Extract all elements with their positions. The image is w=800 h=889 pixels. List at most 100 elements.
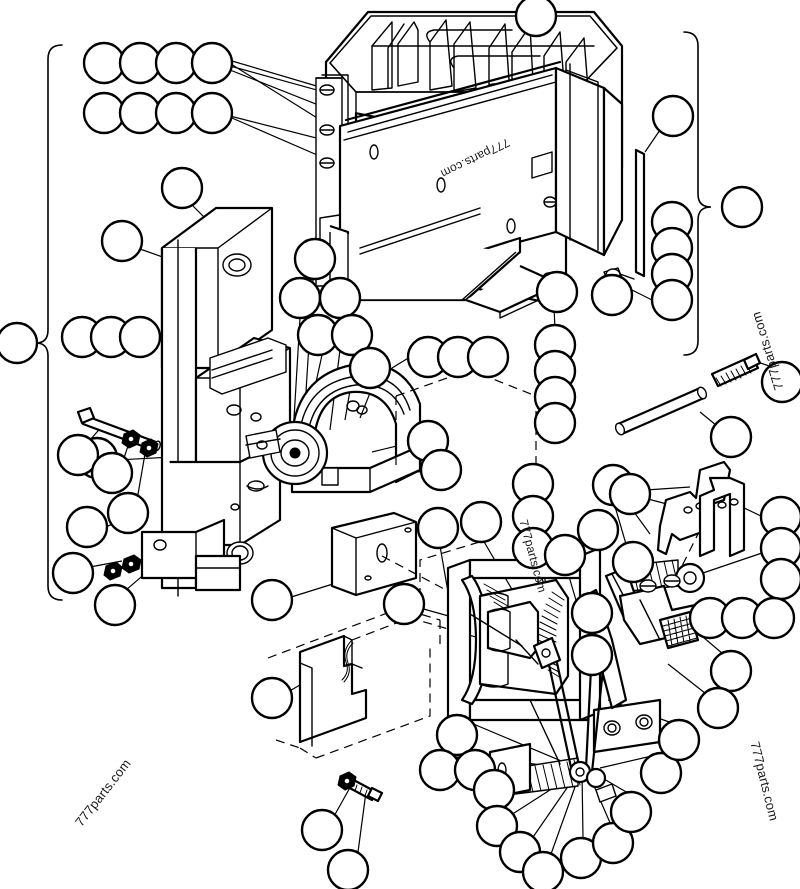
callout-circle[interactable] [118,315,162,359]
callout-bubble[interactable] [609,790,653,834]
callout-circle[interactable] [570,591,614,635]
callout-bubble[interactable] [759,557,800,601]
callout-bubble[interactable] [250,578,294,622]
callout-bubble[interactable] [382,582,426,626]
callout-bubble[interactable] [435,713,479,757]
callout-bubble[interactable] [100,219,144,263]
callout-bubble[interactable] [543,533,587,577]
callout-circle[interactable] [543,533,587,577]
callout-circle[interactable] [570,633,614,677]
callout-bubble[interactable] [330,313,374,357]
callout-circle[interactable] [348,346,392,390]
callout-bubble[interactable] [639,751,683,795]
callout-circle[interactable] [154,91,198,135]
callout-circle[interactable] [514,0,558,38]
callout-bubble[interactable] [472,768,516,812]
callout-circle[interactable] [65,505,109,549]
callout-circle[interactable] [435,713,479,757]
callout-bubble[interactable] [696,686,740,730]
callout-circle[interactable] [118,91,162,135]
callout-circle[interactable] [759,557,800,601]
callout-circle[interactable] [382,582,426,626]
callout-circle[interactable] [533,401,577,445]
callout-bubble[interactable] [650,278,694,322]
callout-bubble[interactable] [65,505,109,549]
callout-bubble[interactable] [106,491,150,535]
callout-circle[interactable] [293,237,337,281]
callout-circle[interactable] [190,91,234,135]
callout-circle[interactable] [330,313,374,357]
callout-bubble[interactable] [90,451,134,495]
callout-circle[interactable] [278,276,322,320]
callout-circle[interactable] [90,451,134,495]
callout-circle[interactable] [611,540,655,584]
callout-circle[interactable] [590,273,634,317]
callout-circle[interactable] [0,321,39,365]
callout-circle[interactable] [521,850,565,889]
callout-circle[interactable] [250,578,294,622]
callout-bubble[interactable] [752,596,796,640]
callout-circle[interactable] [190,41,234,85]
callout-bubble[interactable] [651,94,695,138]
callout-circle[interactable] [160,166,204,210]
callout-circle[interactable] [709,649,753,693]
callout-circle[interactable] [651,94,695,138]
callout-bubble[interactable] [93,583,137,627]
callout-circle[interactable] [466,335,510,379]
callout-circle[interactable] [608,472,652,516]
callout-bubble[interactable] [51,551,95,595]
callout-bubble[interactable] [300,808,344,852]
callout-circle[interactable] [752,596,796,640]
callout-bubble[interactable] [720,185,764,229]
callout-bubble[interactable] [459,500,503,544]
callout-circle[interactable] [535,270,579,314]
callout-circle[interactable] [657,718,701,762]
callout-circle[interactable] [82,91,126,135]
callout-bubble[interactable] [293,237,337,281]
callout-bubble[interactable] [118,315,162,359]
callout-circle[interactable] [100,219,144,263]
callout-bubble[interactable] [154,41,198,85]
callout-bubble[interactable] [535,270,579,314]
callout-bubble[interactable] [709,415,753,459]
callout-circle[interactable] [300,808,344,852]
callout-circle[interactable] [93,583,137,627]
callout-bubble[interactable] [514,0,558,38]
callout-circle[interactable] [609,790,653,834]
callout-bubble[interactable] [608,472,652,516]
callout-bubble[interactable] [318,276,362,320]
callout-circle[interactable] [82,41,126,85]
callout-circle[interactable] [154,41,198,85]
callout-bubble[interactable] [570,591,614,635]
callout-bubble[interactable] [521,850,565,889]
callout-bubble[interactable] [56,433,100,477]
callout-bubble[interactable] [466,335,510,379]
callout-bubble[interactable] [326,848,370,889]
callout-bubble[interactable] [190,41,234,85]
callout-circle[interactable] [760,360,800,404]
callout-circle[interactable] [639,751,683,795]
callout-circle[interactable] [56,433,100,477]
callout-bubble[interactable] [709,649,753,693]
callout-bubble[interactable] [416,506,460,550]
callout-bubble[interactable] [419,448,463,492]
callout-bubble[interactable] [190,91,234,135]
callout-circle[interactable] [709,415,753,459]
callout-circle[interactable] [576,508,620,552]
callout-bubble[interactable] [160,166,204,210]
callout-bubble[interactable] [0,321,39,365]
callout-circle[interactable] [51,551,95,595]
callout-circle[interactable] [326,848,370,889]
callout-bubble[interactable] [760,360,800,404]
callout-bubble[interactable] [250,676,294,720]
callout-circle[interactable] [416,506,460,550]
callout-bubble[interactable] [590,273,634,317]
callout-circle[interactable] [118,41,162,85]
callout-circle[interactable] [472,768,516,812]
callout-bubble[interactable] [657,718,701,762]
callout-bubble[interactable] [82,91,126,135]
callout-circle[interactable] [250,676,294,720]
callout-circle[interactable] [696,686,740,730]
callout-bubble[interactable] [82,41,126,85]
